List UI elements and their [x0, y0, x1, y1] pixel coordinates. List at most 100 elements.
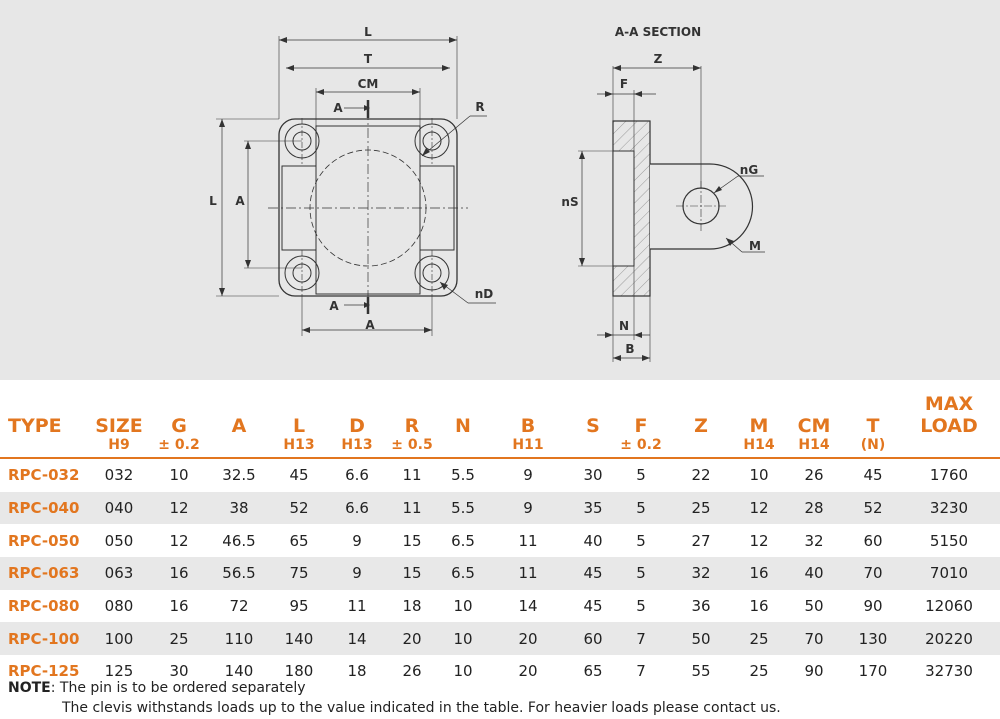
table-cell: 18 — [402, 597, 422, 616]
table-cell: 5150 — [929, 531, 969, 550]
column-subheader: H13 — [328, 437, 386, 459]
table-cell: 5 — [636, 531, 646, 550]
table-cell: 11 — [402, 466, 422, 485]
table-cell: 040 — [88, 491, 150, 525]
table-cell: 45 — [289, 466, 309, 485]
column-header: D — [349, 415, 365, 437]
table-cell: 12 — [150, 491, 208, 525]
column-subheader: ± 0.5 — [386, 437, 438, 459]
section-view — [578, 65, 765, 362]
dim-label-A-side: A — [235, 194, 245, 208]
type-cell: RPC-050 — [8, 531, 80, 550]
table-cell: 140 — [270, 622, 328, 656]
column-header: TYPE — [8, 415, 62, 437]
column-subheader: (N) — [848, 437, 898, 459]
front-view — [216, 36, 496, 336]
column-subheader: H11 — [488, 437, 568, 459]
table-cell: 9 — [352, 531, 362, 550]
table-cell: 063 — [88, 557, 150, 590]
table-cell: 20 — [518, 662, 538, 681]
table-cell: 16 — [749, 597, 769, 616]
table-cell: 180 — [284, 662, 314, 681]
table-cell: 16 — [150, 557, 208, 590]
table-cell: 16 — [169, 597, 189, 616]
table-cell: 9 — [328, 557, 386, 590]
table-cell: 5 — [618, 491, 664, 525]
column-subheader: H9 — [88, 437, 150, 459]
table-cell: 10 — [453, 662, 473, 681]
note-line-1: NOTE: The pin is to be ordered separatel… — [8, 678, 781, 698]
table-cell: 7010 — [898, 557, 1000, 590]
table-cell: 10 — [438, 622, 488, 656]
table-cell: 25 — [664, 491, 738, 525]
table-cell: 52 — [270, 491, 328, 525]
column-header: F — [634, 415, 648, 437]
table-cell: 50 — [664, 622, 738, 656]
section-label-A-bottom: A — [329, 299, 339, 313]
dim-label-L-side: L — [209, 194, 217, 208]
table-cell: 7 — [636, 662, 646, 681]
column-header: B — [520, 415, 536, 437]
table-cell: 5.5 — [451, 466, 475, 485]
table-cell: 11 — [386, 491, 438, 525]
table-cell: 11 — [518, 531, 538, 550]
table-cell: 45 — [568, 557, 618, 590]
table-cell: 11 — [347, 597, 367, 616]
table-cell: 5.5 — [438, 491, 488, 525]
column-subheader — [898, 437, 1000, 459]
column-subheader — [664, 437, 738, 459]
table-cell: 30 — [169, 662, 189, 681]
table-cell: 27 — [691, 531, 711, 550]
column-header: T — [866, 415, 880, 437]
column-subheader — [208, 437, 270, 459]
table-cell: 20 — [488, 622, 568, 656]
table-cell: 26 — [804, 466, 824, 485]
table-cell: 6.6 — [328, 491, 386, 525]
table-cell: 46.5 — [222, 531, 256, 550]
table-cell: 70 — [780, 622, 848, 656]
section-title: A-A SECTION — [615, 25, 701, 39]
dim-label-nG: nG — [740, 163, 758, 177]
dim-label-B: B — [625, 342, 634, 356]
table-cell: 40 — [780, 557, 848, 590]
table-cell: 45 — [863, 466, 883, 485]
type-cell: RPC-080 — [8, 597, 80, 616]
table-cell: 12 — [738, 491, 780, 525]
table-cell: 75 — [270, 557, 328, 590]
table-cell: 52 — [848, 491, 898, 525]
column-header: S — [586, 415, 600, 437]
table-cell: 100 — [88, 622, 150, 656]
table-cell: 6.5 — [451, 531, 475, 550]
table-cell: 14 — [518, 597, 538, 616]
table-cell: 28 — [780, 491, 848, 525]
table-cell: 125 — [104, 662, 134, 681]
table-cell: 70 — [848, 557, 898, 590]
column-subheader: H13 — [270, 437, 328, 459]
type-cell: RPC-040 — [0, 491, 88, 525]
table-cell: 35 — [568, 491, 618, 525]
column-subheader — [438, 437, 488, 459]
dim-label-N: N — [619, 319, 629, 333]
table-cell: 110 — [208, 622, 270, 656]
table-cell: 170 — [858, 662, 888, 681]
table-cell: 38 — [208, 491, 270, 525]
table-cell: 50 — [804, 597, 824, 616]
table-cell: 56.5 — [208, 557, 270, 590]
table-cell: 5 — [636, 466, 646, 485]
table-cell: 40 — [583, 531, 603, 550]
table-cell: 12060 — [925, 597, 973, 616]
dim-label-T: T — [364, 52, 373, 66]
column-header: Z — [694, 415, 708, 437]
dim-label-R: R — [475, 100, 484, 114]
table-cell: 90 — [863, 597, 883, 616]
table-cell: 050 — [104, 531, 134, 550]
table-cell: 65 — [289, 531, 309, 550]
table-cell: 130 — [848, 622, 898, 656]
table-cell: 7 — [618, 622, 664, 656]
table-cell: 20 — [386, 622, 438, 656]
table-cell: 95 — [289, 597, 309, 616]
